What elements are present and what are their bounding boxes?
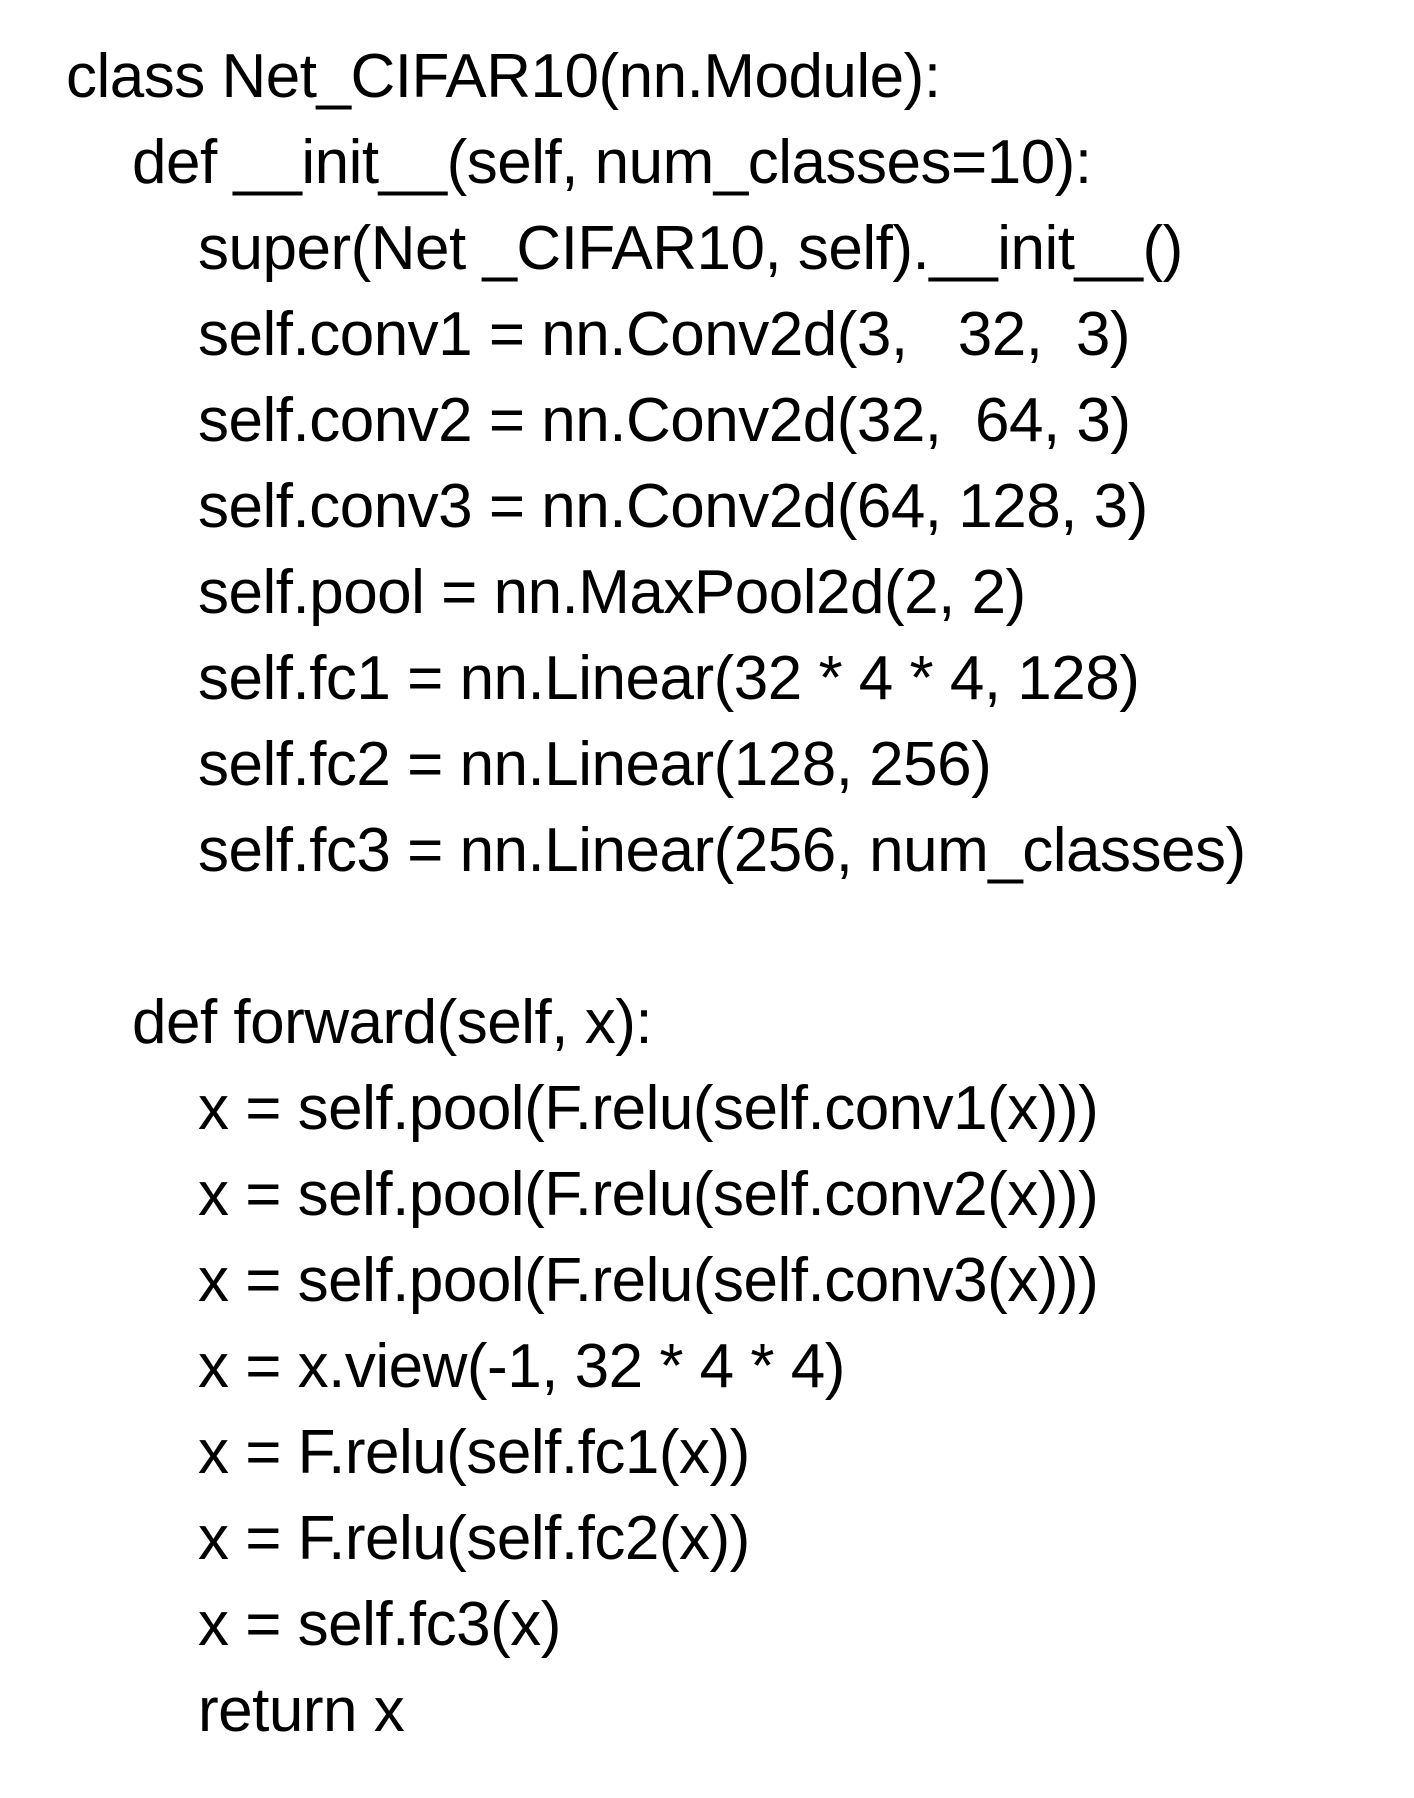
code-line: x = self.pool(F.relu(self.conv3(x))) xyxy=(198,1246,1099,1315)
code-line: class Net_CIFAR10(nn.Module): xyxy=(66,42,941,111)
code-line: self.pool = nn.MaxPool2d(2, 2) xyxy=(198,558,1026,627)
code-line: return x xyxy=(198,1676,405,1745)
code-line: def forward(self, x): xyxy=(132,988,653,1057)
code-line: super(Net _CIFAR10, self).__init__() xyxy=(198,214,1183,283)
code-line: x = F.relu(self.fc2(x)) xyxy=(198,1504,750,1573)
code-line: x = self.pool(F.relu(self.conv1(x))) xyxy=(198,1074,1099,1143)
code-line: x = self.pool(F.relu(self.conv2(x))) xyxy=(198,1160,1099,1229)
code-line: self.fc1 = nn.Linear(32 * 4 * 4, 128) xyxy=(198,644,1140,713)
code-line: self.conv3 = nn.Conv2d(64, 128, 3) xyxy=(198,472,1148,541)
code-line: self.fc2 = nn.Linear(128, 256) xyxy=(198,730,992,799)
code-line: x = self.fc3(x) xyxy=(198,1590,561,1659)
code-line: x = F.relu(self.fc1(x)) xyxy=(198,1418,750,1487)
code-line: self.conv1 = nn.Conv2d(3, 32, 3) xyxy=(198,300,1131,369)
code-line: self.conv2 = nn.Conv2d(32, 64, 3) xyxy=(198,386,1131,455)
code-line: def __init__(self, num_classes=10): xyxy=(132,128,1092,197)
code-line: x = x.view(-1, 32 * 4 * 4) xyxy=(198,1332,845,1401)
code-line: self.fc3 = nn.Linear(256, num_classes) xyxy=(198,816,1246,885)
